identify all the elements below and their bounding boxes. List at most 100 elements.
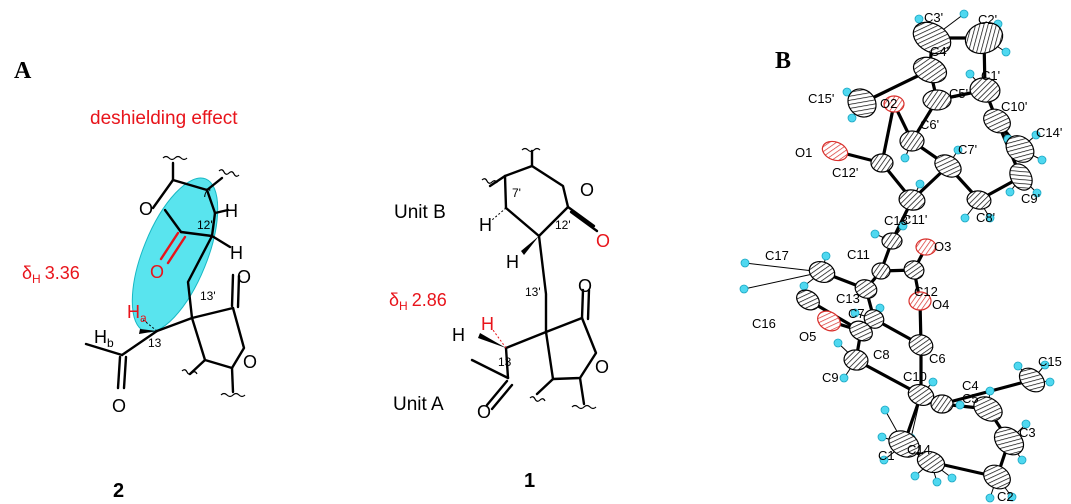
atom-label-c4p: C4' (930, 44, 949, 59)
atom-label-c15p: C15' (808, 91, 834, 106)
pos-7p-1: 7' (512, 186, 521, 200)
ha-label: Ha (127, 302, 147, 325)
hydrogen-atom (740, 258, 750, 268)
atom-c6p (899, 130, 925, 152)
bond-o2-c12p (880, 102, 896, 165)
atom-label-c3p: C3' (924, 10, 943, 25)
atom-c12p (870, 153, 894, 173)
hydrogen-atom (879, 455, 889, 465)
ring-oxygen-1: O (580, 180, 594, 200)
atom-label-c13: C13 (836, 291, 860, 306)
hydrogen-atom (932, 477, 942, 487)
hydrogen-atom (850, 308, 860, 318)
hydrogen-atom (898, 221, 908, 231)
h-11p-2: H (230, 243, 243, 263)
panel-label-b: B (775, 48, 791, 74)
atom-c12 (903, 260, 925, 280)
hydrogen-atom (1007, 492, 1017, 502)
atom-label-c13p: C13' (884, 213, 910, 228)
hydrogen-atom (1001, 47, 1011, 57)
hydrogen-atom (910, 471, 920, 481)
atom-c8p (966, 190, 992, 210)
compound-2-label: 2 (113, 480, 124, 502)
hydrogen-atom (821, 251, 831, 261)
atom-c3p (912, 21, 952, 55)
hydrogen-atom (1040, 360, 1050, 370)
pos-13-2: 13 (148, 336, 162, 350)
atom-c9p (1009, 163, 1033, 191)
atom-c15 (1018, 367, 1046, 393)
atom-c16 (796, 289, 820, 311)
atom-label-c7: C7 (848, 306, 865, 321)
pos-13p-2: 13' (200, 289, 216, 303)
pos-13-1: 13 (498, 355, 512, 369)
atom-label-c9p: C9' (1021, 191, 1040, 206)
atom-c11p (898, 189, 926, 211)
h-red-1: H (481, 314, 494, 334)
hydrogen-atom (1021, 419, 1031, 429)
atom-c6 (908, 334, 934, 356)
atom-c5 (973, 396, 1003, 422)
hydrogen-atom (985, 386, 995, 396)
atom-c10p (983, 108, 1011, 134)
unit-b-label: Unit B (394, 202, 446, 223)
hydrogen-atom (985, 493, 995, 503)
atom-o1 (821, 140, 849, 162)
pos-12p-2: 12' (197, 218, 213, 232)
hydrogen-atom (877, 432, 887, 442)
acetyl-oxygen-1: O (477, 402, 491, 422)
atom-label-c15: C15 (1038, 354, 1062, 369)
atom-label-c11p: C11' (902, 212, 927, 227)
hydrogen-atom (928, 377, 938, 387)
lactone-oxygen-a-1: O (578, 276, 592, 296)
hydrogen-atom (739, 284, 749, 294)
atom-c7p (934, 154, 962, 178)
atom-label-o1: O1 (795, 145, 812, 160)
hydrogen-atom (965, 69, 975, 79)
atom-label-c10: C10 (903, 369, 927, 384)
atom-o3 (915, 238, 937, 256)
atom-label-o5: O5 (799, 329, 816, 344)
hydrogen-atom (799, 281, 809, 291)
atom-c2p (964, 21, 1004, 55)
hydrogen-atom (1037, 155, 1047, 165)
atom-label-c1: C1 (878, 448, 895, 463)
hydrogen-atom (915, 179, 925, 189)
atom-c1 (888, 430, 920, 458)
atom-label-c12: C12 (914, 284, 938, 299)
atom-label-c8p: C8' (976, 210, 995, 225)
hydrogen-atom (900, 153, 910, 163)
atom-label-c2p: C2' (978, 12, 997, 27)
compound-1-label: 1 (524, 470, 535, 492)
lactone-ring-oxygen-2: O (243, 352, 257, 372)
atom-c5p (922, 89, 952, 111)
atom-label-c6p: C6' (920, 117, 939, 132)
atom-label-o4: O4 (932, 297, 949, 312)
compound-1-structure (470, 147, 599, 411)
ring-oxygen-2: O (139, 199, 153, 219)
atom-label-c10p: C10' (1001, 99, 1027, 114)
atom-label-c12p: C12' (832, 165, 858, 180)
atom-label-c14p: C14' (1036, 125, 1062, 140)
atom-label-o3: O3 (934, 239, 951, 254)
atom-label-c9: C9 (822, 370, 839, 385)
pos-12p-1: 12' (555, 218, 571, 232)
atom-label-c11: C11 (847, 247, 870, 262)
hydrogen-atom (1045, 377, 1055, 387)
atom-label-c14: C14 (907, 442, 931, 457)
hydrogen-atom (914, 14, 924, 24)
hydrogen-atom (947, 473, 957, 483)
atom-label-c8: C8 (873, 347, 890, 362)
unit-a-label: Unit A (393, 394, 444, 415)
hydrogen-atom (959, 9, 969, 19)
hydrogen-atom (1031, 130, 1041, 140)
h-11p-1: H (506, 252, 519, 272)
atom-c2 (983, 464, 1011, 490)
hydrogen-atom (1017, 455, 1027, 465)
atom-c13 (854, 279, 878, 299)
hydrogen-atom (880, 405, 890, 415)
hydrogen-atom (833, 338, 843, 348)
